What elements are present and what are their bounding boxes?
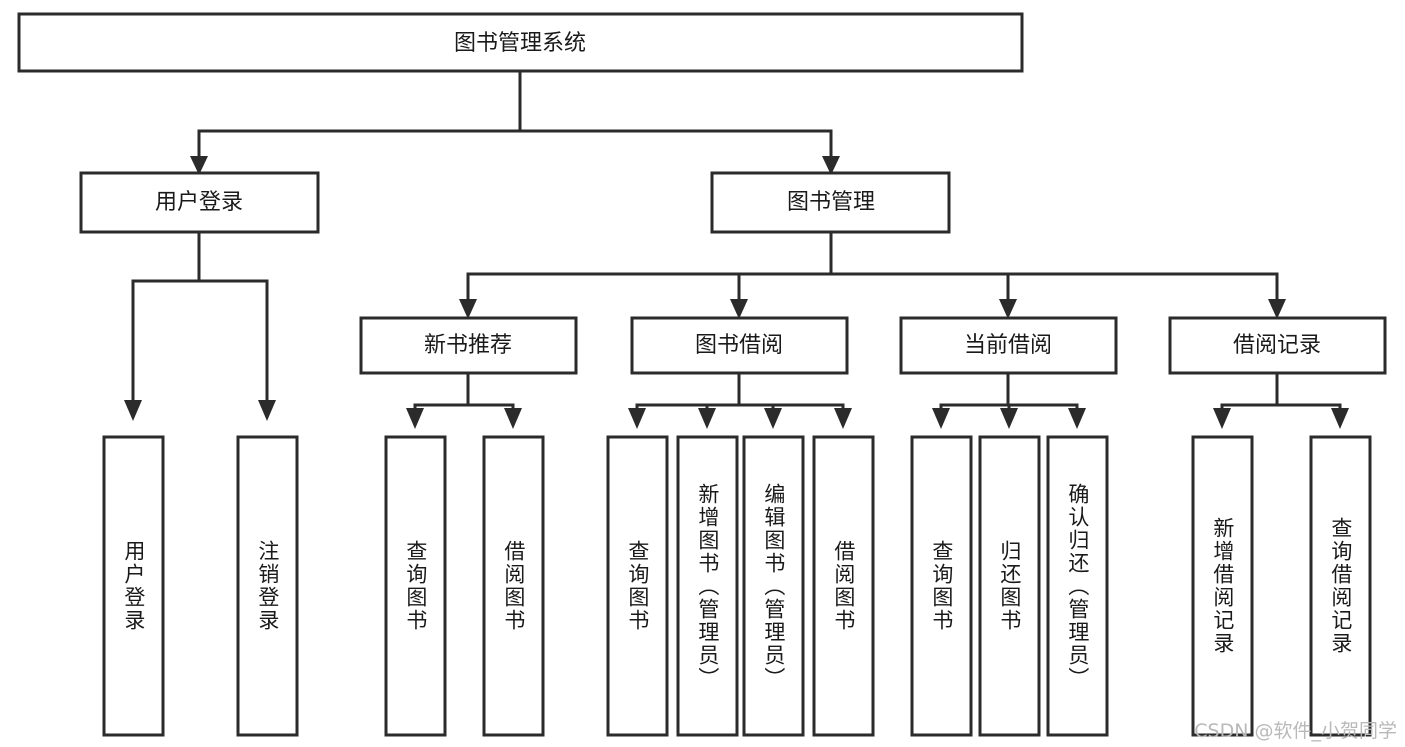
arrowhead-leaf-confirm-return <box>1068 408 1086 429</box>
arrowhead-leaf-borrow-book-b <box>834 408 852 429</box>
node-leaf-add-record[interactable] <box>1191 435 1254 737</box>
node-leaf-query-record[interactable] <box>1309 435 1372 737</box>
arrowhead-leaf-user-login <box>124 400 142 421</box>
node-leaf-return-book[interactable] <box>978 435 1041 737</box>
arrowhead-record <box>1268 299 1286 319</box>
node-user-login-label: 用户登录 <box>155 190 243 215</box>
arrowhead-leaf-query-book-a <box>406 408 424 429</box>
node-leaf-query-book-b[interactable] <box>606 435 669 737</box>
arrowhead-leaf-query-record <box>1331 408 1349 429</box>
node-leaf-query-book-a[interactable] <box>384 435 447 737</box>
arrowhead-book-mgmt <box>822 156 840 175</box>
csdn-watermark: CSDN @软件_小贺同学 <box>1194 720 1397 742</box>
node-leaf-borrow-book-a[interactable] <box>482 435 545 737</box>
node-borrow-record[interactable] <box>1168 316 1387 375</box>
node-book-management-label: 图书管理 <box>787 190 875 215</box>
node-leaf-borrow-book-b[interactable] <box>812 435 875 737</box>
node-root[interactable] <box>17 12 1024 73</box>
node-book-borrow-label: 图书借阅 <box>695 333 783 358</box>
node-book-management[interactable] <box>710 171 951 234</box>
arrowhead-leaf-logout <box>258 400 276 421</box>
arrowhead-leaf-add-record <box>1213 408 1231 429</box>
connector-layer <box>124 69 1349 429</box>
node-layer: 图书管理系统 用户登录 图书管理 新书推荐 图书借阅 当前借阅 借阅记录 <box>17 12 1387 737</box>
node-leaf-user-login[interactable] <box>102 435 165 737</box>
node-user-login[interactable] <box>79 171 320 234</box>
node-leaf-add-book[interactable] <box>676 435 739 737</box>
arrowhead-borrow <box>730 299 748 319</box>
node-leaf-confirm-return[interactable] <box>1046 435 1109 737</box>
node-new-book-recommend-label: 新书推荐 <box>424 333 512 358</box>
arrowhead-leaf-borrow-book-a <box>504 408 522 429</box>
arrowhead-current <box>999 299 1017 319</box>
arrowhead-user-login <box>190 156 208 175</box>
node-root-label: 图书管理系统 <box>454 31 586 56</box>
arrowhead-leaf-edit-book <box>764 408 782 429</box>
node-leaf-edit-book[interactable] <box>742 435 805 737</box>
node-current-borrow[interactable] <box>899 316 1118 375</box>
node-current-borrow-label: 当前借阅 <box>964 333 1052 358</box>
node-new-book-recommend[interactable] <box>359 316 578 375</box>
node-leaf-logout[interactable] <box>236 435 299 737</box>
arrowhead-new-rec <box>459 299 477 319</box>
node-leaf-query-book-c[interactable] <box>910 435 973 737</box>
arrowhead-leaf-add-book <box>698 408 716 429</box>
node-book-borrow[interactable] <box>630 316 849 375</box>
arrowhead-leaf-return-book <box>1000 408 1018 429</box>
arrowhead-leaf-query-book-b <box>628 408 646 429</box>
node-borrow-record-label: 借阅记录 <box>1233 333 1321 358</box>
arrowhead-leaf-query-book-c <box>932 408 950 429</box>
